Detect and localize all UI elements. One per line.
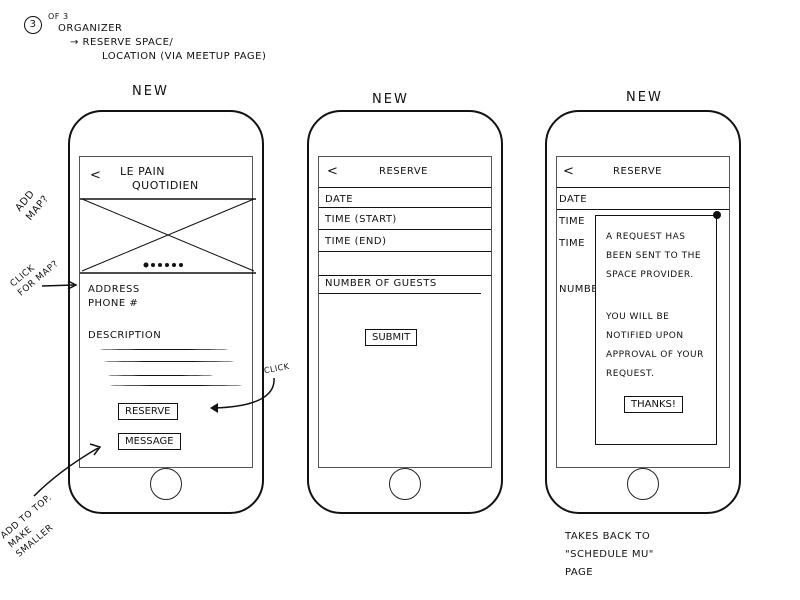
page-title: Reserve	[613, 166, 662, 177]
time-end-field[interactable]: Time	[559, 238, 586, 249]
annotation-click: Click	[263, 361, 291, 376]
time-end-field[interactable]: Time (end)	[325, 236, 387, 247]
screen-2: < Reserve Date Time (start) Time (end) N…	[318, 156, 492, 468]
description-line	[110, 385, 242, 386]
step-of: of 3	[48, 12, 69, 21]
address-text[interactable]: Address	[88, 284, 140, 295]
arrow-icon	[41, 280, 78, 290]
submit-button[interactable]: Submit	[365, 329, 418, 346]
thanks-button[interactable]: Thanks!	[624, 396, 683, 413]
phone-3: < Reserve Date Time Time Numbe A request…	[545, 110, 741, 514]
page-title: Reserve	[379, 166, 428, 177]
description-line	[108, 375, 213, 376]
description-line	[104, 361, 234, 362]
modal-message-1: A request has been sent to the space pro…	[606, 232, 702, 280]
screen-3: < Reserve Date Time Time Numbe A request…	[556, 156, 730, 468]
new-label-2: New	[372, 92, 409, 107]
description-label: Description	[88, 330, 162, 341]
back-icon[interactable]: <	[327, 164, 339, 179]
reserve-button[interactable]: Reserve	[118, 403, 178, 420]
time-start-field[interactable]: Time (start)	[325, 214, 397, 225]
home-button[interactable]	[389, 468, 421, 500]
new-label-1: New	[132, 84, 169, 99]
back-icon[interactable]: <	[90, 168, 102, 183]
message-button[interactable]: Message	[118, 433, 181, 450]
header-line3: location (via meetup page)	[102, 51, 267, 62]
guests-field[interactable]: Numbe	[559, 284, 599, 295]
guests-field[interactable]: Number of guests	[325, 278, 437, 289]
arrow-icon	[33, 443, 102, 497]
date-field[interactable]: Date	[559, 194, 588, 205]
phone-text: Phone #	[88, 298, 139, 309]
image-placeholder[interactable]	[80, 197, 256, 275]
phone-1: < Le Pain Quotidien Address Phone # Desc…	[68, 110, 264, 514]
home-button[interactable]	[627, 468, 659, 500]
screen-1: < Le Pain Quotidien Address Phone # Desc…	[79, 156, 256, 468]
annotation-add-map: Add map?	[13, 188, 51, 223]
date-field[interactable]: Date	[325, 194, 354, 205]
page-title: Le Pain	[120, 165, 166, 178]
back-icon[interactable]: <	[563, 164, 575, 179]
step-circle: 3	[24, 16, 42, 34]
confirmation-modal: A request has been sent to the space pro…	[595, 211, 721, 445]
page-title-2: Quotidien	[132, 179, 199, 192]
arrow-icon	[210, 377, 275, 413]
home-button[interactable]	[150, 468, 182, 500]
description-line	[100, 349, 228, 350]
annotation-takes-back: Takes back to "Schedule MU" page	[565, 531, 654, 578]
header-line2: → Reserve space/	[70, 37, 174, 48]
carousel-dots	[143, 262, 183, 268]
phone-2: < Reserve Date Time (start) Time (end) N…	[307, 110, 503, 514]
modal-message-2: You will be notified upon approval of yo…	[606, 312, 704, 379]
time-start-field[interactable]: Time	[559, 216, 586, 227]
close-icon[interactable]	[713, 211, 721, 219]
new-label-3: New	[626, 90, 663, 105]
header-line1: Organizer	[58, 23, 123, 34]
